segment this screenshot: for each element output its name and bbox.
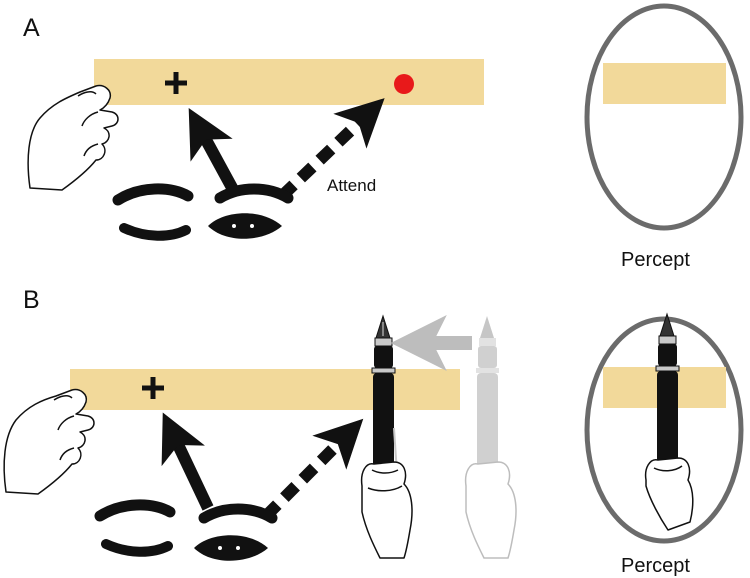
percept-label-b: Percept bbox=[621, 555, 690, 577]
eyebrow-icon bbox=[198, 503, 278, 524]
open-eye-icon bbox=[194, 503, 278, 561]
attention-arrow-icon bbox=[277, 98, 385, 201]
percept-pen-icon bbox=[655, 312, 680, 467]
percept-ring bbox=[584, 316, 744, 544]
attend-label: Attend bbox=[327, 176, 376, 195]
attention-dot-icon bbox=[394, 74, 414, 94]
eyebrow-icon bbox=[214, 183, 294, 204]
gaze-arrow-icon bbox=[188, 108, 242, 198]
closed-eye-icon bbox=[94, 499, 176, 557]
ghost-pen-icon bbox=[476, 316, 499, 473]
hand-icon bbox=[27, 84, 119, 191]
percept-bar bbox=[603, 63, 726, 104]
fixation-cross-icon bbox=[165, 72, 187, 94]
percept-label-a: Percept bbox=[621, 249, 690, 271]
open-eye-icon bbox=[208, 183, 294, 239]
ghost-hand-icon bbox=[464, 461, 517, 559]
pen-icon bbox=[371, 314, 398, 475]
card-bar bbox=[70, 369, 460, 410]
attention-arrow-icon bbox=[261, 418, 364, 521]
gaze-arrow-icon bbox=[161, 412, 214, 511]
panel-b-letter: B bbox=[23, 286, 40, 314]
panel-a: A Attend bbox=[23, 3, 744, 271]
card-bar bbox=[94, 59, 484, 105]
panel-a-letter: A bbox=[23, 14, 40, 42]
hand-icon bbox=[3, 388, 95, 495]
panel-b: B bbox=[3, 286, 744, 577]
percept-hand-icon bbox=[644, 457, 694, 531]
percept-ring bbox=[584, 3, 744, 231]
fixation-cross-icon bbox=[142, 377, 164, 399]
closed-eye-icon bbox=[112, 183, 194, 241]
pen-hand-icon bbox=[360, 461, 413, 559]
